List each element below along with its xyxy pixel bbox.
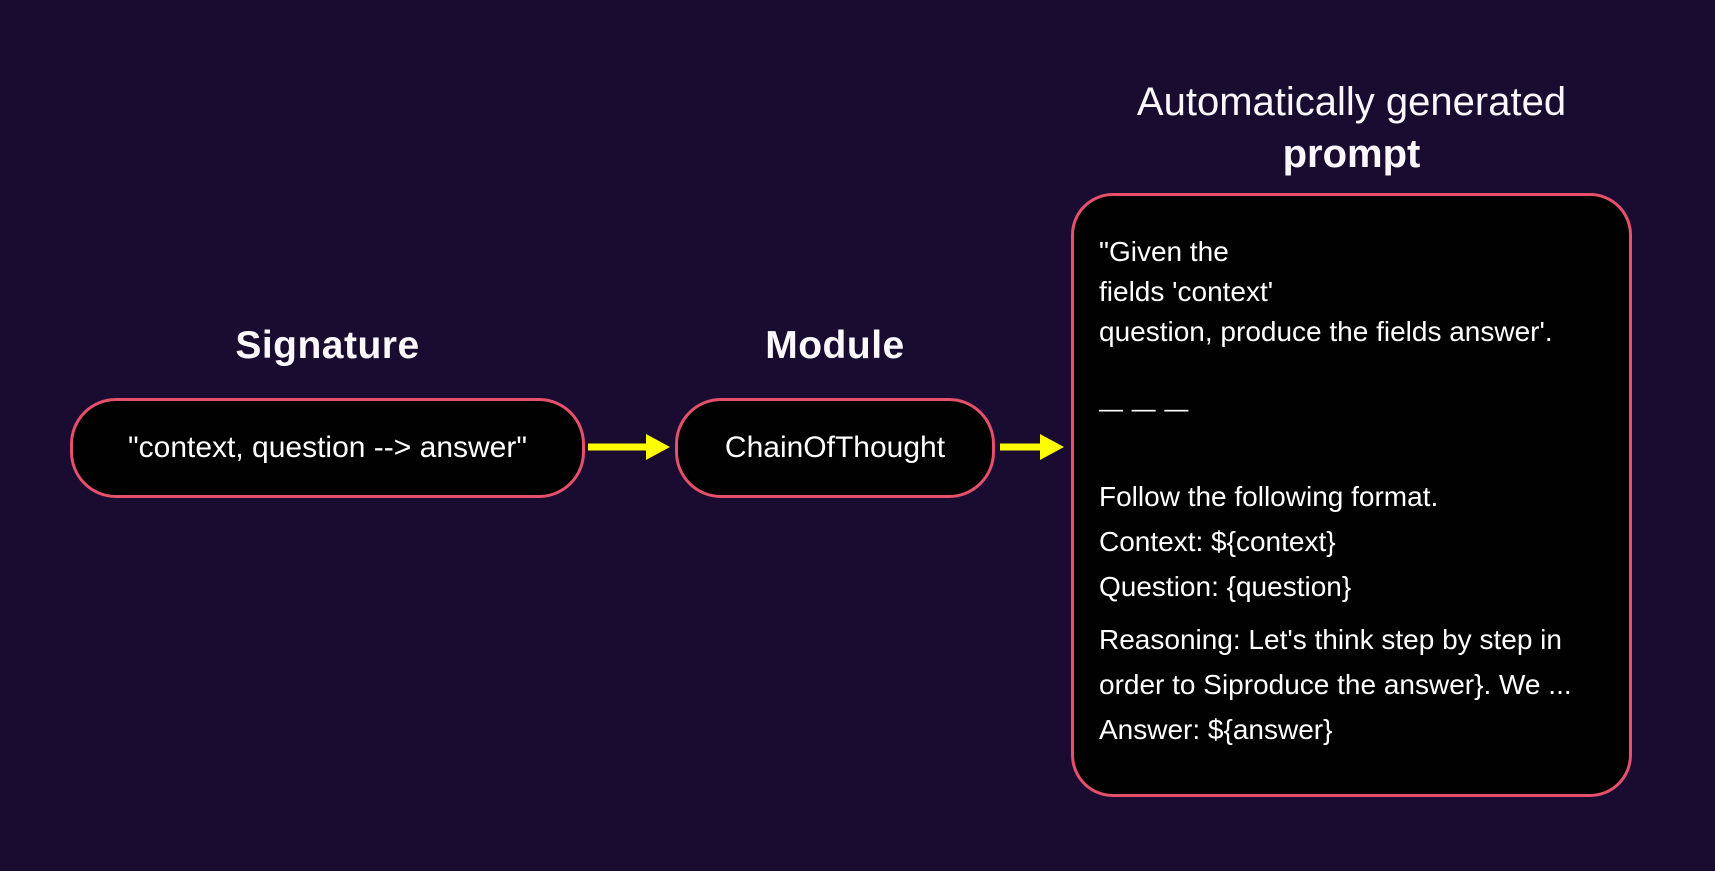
prompt-line: "Given the — [1099, 236, 1229, 267]
arrow-right-icon — [1000, 433, 1064, 466]
prompt-title-line1: Automatically generated — [1136, 80, 1567, 124]
prompt-box: "Given the fields 'context' question, pr… — [1071, 193, 1632, 797]
arrow-right-icon — [588, 433, 670, 466]
prompt-line: Answer: ${answer} — [1099, 714, 1333, 745]
prompt-line: question, produce the fields answer'. — [1099, 316, 1553, 347]
prompt-line: Question: {question} — [1099, 571, 1352, 602]
prompt-line: Follow the following format. — [1099, 481, 1439, 512]
module-heading: Module — [765, 324, 905, 367]
prompt-line: fields 'context' — [1099, 276, 1274, 307]
prompt-line: Context: ${context} — [1099, 526, 1336, 557]
signature-value: "context, question --> answer" — [128, 431, 527, 464]
prompt-line: order to Siproduce the answer}. We ... — [1099, 669, 1572, 700]
signature-heading: Signature — [235, 324, 420, 367]
prompt-line: Reasoning: Let's think step by step in — [1099, 624, 1562, 655]
prompt-title: Automatically generated prompt — [1071, 76, 1632, 180]
module-box: ChainOfThought — [675, 398, 995, 498]
dash-separator: — — — — [1099, 396, 1190, 423]
prompt-title-line2: prompt — [1282, 132, 1421, 176]
signature-box: "context, question --> answer" — [70, 398, 585, 498]
module-value: ChainOfThought — [724, 431, 946, 464]
